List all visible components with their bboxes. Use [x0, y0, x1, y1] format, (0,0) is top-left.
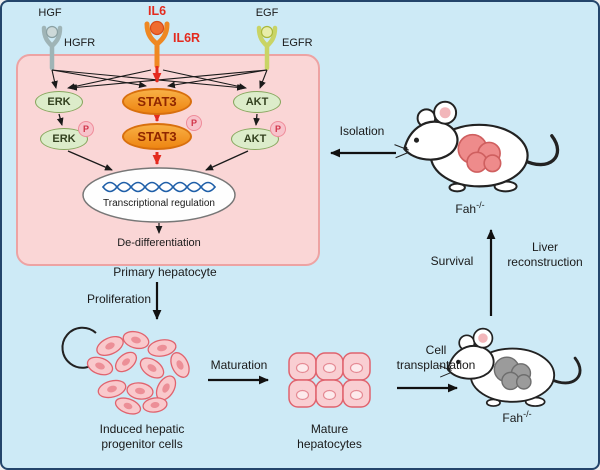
il6-label: IL6: [147, 4, 167, 18]
hgf-ligand-icon: [45, 25, 59, 39]
il6-ligand-icon: [149, 20, 165, 36]
mature-hepatocytes-label: Mature hepatocytes: [297, 422, 362, 451]
erk-node: ERK: [35, 91, 83, 113]
maturation-label: Maturation: [210, 358, 268, 372]
nucleus-ellipse: [82, 167, 236, 223]
primary-hepatocyte-label: Primary hepatocyte: [113, 265, 217, 279]
hgf-label: HGF: [38, 7, 62, 19]
liver-diseased-icon: [493, 356, 532, 391]
induced-progenitor-cells-label: Induced hepatic progenitor cells: [99, 422, 185, 451]
erk-phosphate-badge: P: [78, 121, 94, 137]
liver-healthy-icon: [457, 133, 502, 173]
egfr-receptor-icon: [256, 25, 278, 71]
egf-ligand-icon: [260, 25, 274, 39]
survival-label: Survival: [430, 254, 474, 268]
hgfr-label: HGFR: [64, 37, 96, 49]
hgfr-receptor-icon: [41, 25, 63, 71]
progenitor-cells-icon: [86, 330, 190, 415]
dedifferentiation-label: De-differentiation: [117, 237, 201, 249]
receptor-signal-arrows: [51, 69, 268, 91]
stat3-node: STAT3: [122, 88, 192, 115]
dna-icon: [102, 181, 216, 193]
stat3-phospho-node: STAT3: [122, 123, 192, 150]
erk-phospho-node: ERK: [40, 128, 88, 150]
il6r-receptor-icon: [144, 20, 170, 69]
phosphorylation-arrows: [56, 113, 261, 126]
isolation-label: Isolation: [339, 124, 385, 138]
akt-phosphate-badge: P: [270, 121, 286, 137]
transcription-label: Transcriptional regulation: [103, 198, 215, 209]
akt-phospho-node: AKT: [231, 128, 279, 150]
egfr-label: EGFR: [282, 37, 313, 49]
liver-reconstruction-label: Liver reconstruction: [507, 240, 583, 269]
akt-node: AKT: [233, 91, 281, 113]
fah-bottom-label: Fah-/-: [502, 409, 532, 425]
il6r-label: IL6R: [173, 31, 201, 45]
stat3-phosphate-badge: P: [186, 115, 202, 131]
nucleus-input-arrows: [67, 150, 249, 171]
mature-hepatocytes-icon: [288, 352, 371, 408]
proliferation-label: Proliferation: [86, 292, 152, 306]
fah-top-label: Fah-/-: [455, 200, 485, 216]
egf-label: EGF: [255, 7, 279, 19]
cell-transplantation-label: Cell transplantation: [396, 343, 476, 372]
